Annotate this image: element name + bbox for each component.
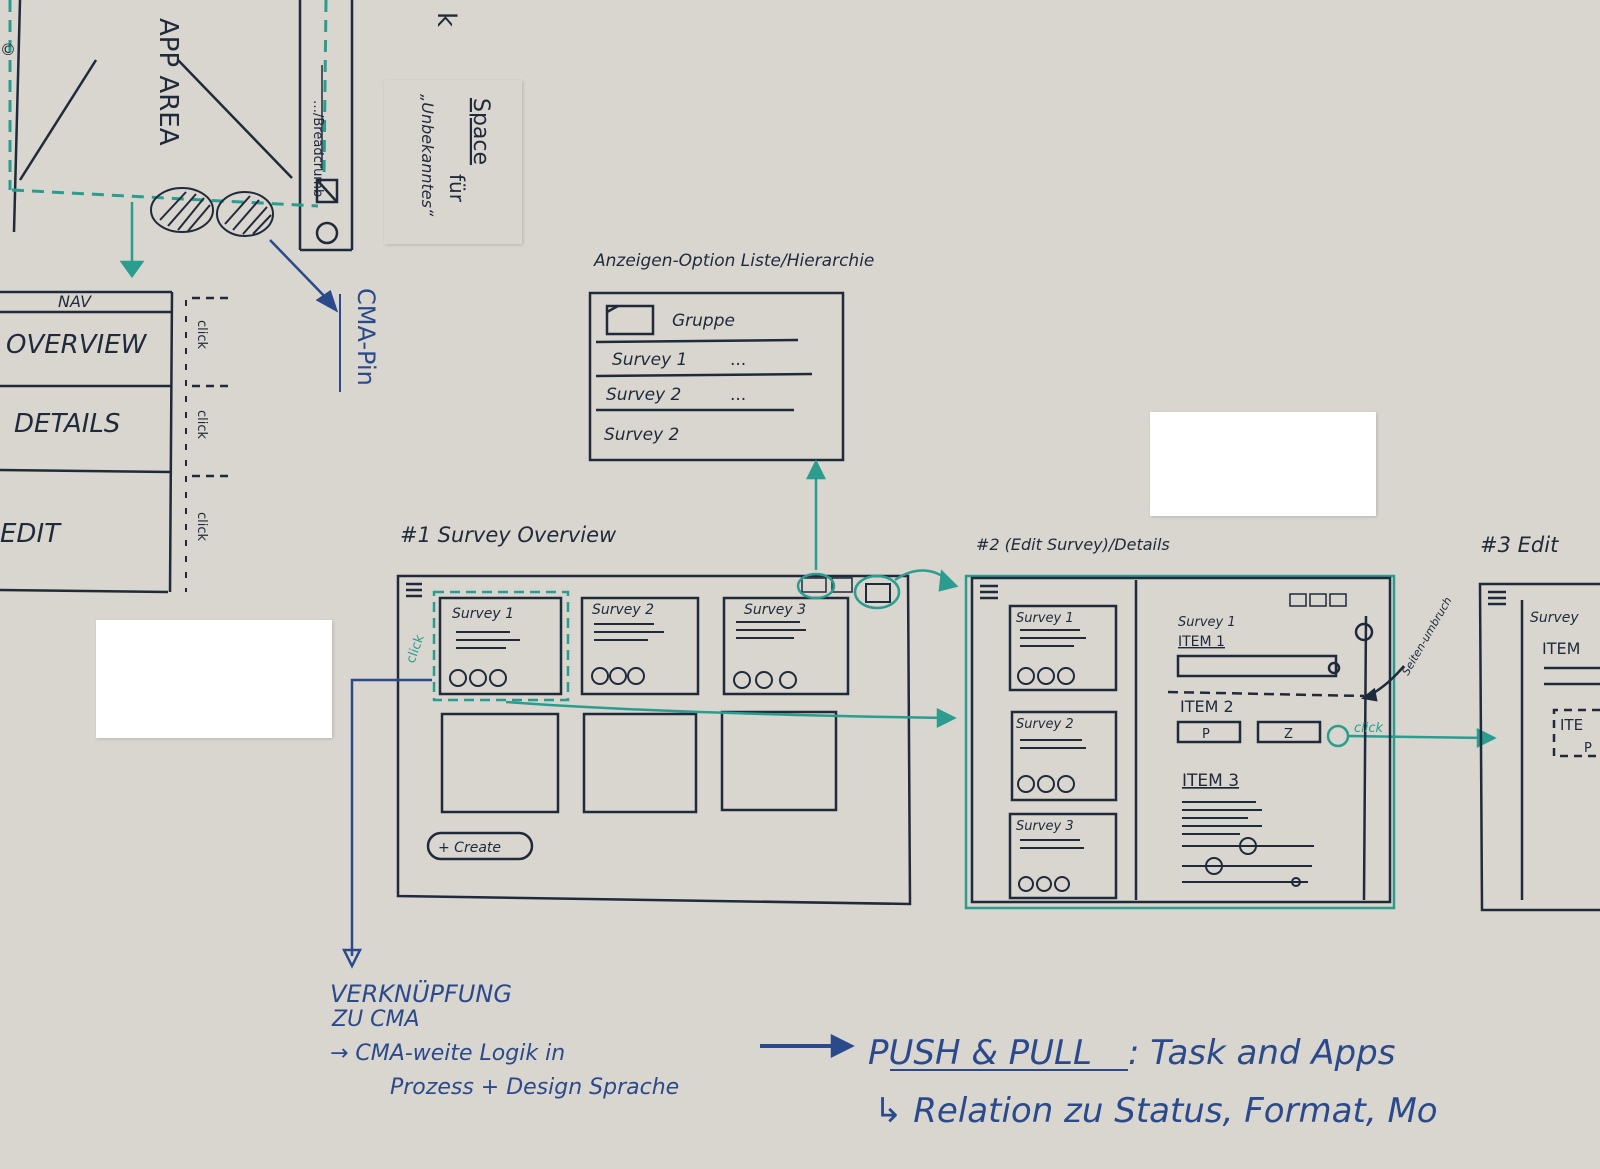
corner-mark: © <box>0 40 16 59</box>
screen1-card-survey-2: Survey 2 <box>592 602 654 618</box>
list-hierarchy-box <box>588 291 845 462</box>
screen3-title: #3 Edit <box>1480 533 1559 557</box>
cut-letter: k <box>431 12 461 27</box>
list-row-survey-2-dots: ... <box>730 385 746 405</box>
screen3-box-p: P <box>1584 741 1592 756</box>
screen1-card-circles <box>449 667 797 689</box>
screen2-frame <box>970 576 1405 904</box>
screen1-title: #1 Survey Overview <box>400 523 617 547</box>
nav-header: NAV <box>58 292 92 311</box>
hatched-circles <box>150 187 274 237</box>
nav-item-edit: EDIT <box>0 519 62 549</box>
screen1-click-label: click <box>404 632 428 665</box>
list-row-survey-1: Survey 1 <box>612 350 687 370</box>
note-prozess: Prozess + Design Sprache <box>390 1075 679 1100</box>
screen1-card-survey-3: Survey 3 <box>744 602 806 618</box>
note-task-apps: : Task and Apps <box>1128 1033 1395 1073</box>
cma-pin-label: CMA-Pin <box>352 288 380 386</box>
screen2-annotation: Seiten-umbruch <box>1399 595 1454 678</box>
screen2-box-z: Z <box>1284 727 1293 742</box>
nav-panel <box>0 290 228 594</box>
nav-click-label-2: click <box>194 410 209 440</box>
nav-item-details: DETAILS <box>14 409 120 439</box>
note-zu-cma: ZU CMA <box>331 1007 420 1032</box>
note-relation: ↳ Relation zu Status, Format, Mo <box>874 1091 1438 1131</box>
blue-verknuepfung-arrow <box>341 678 1128 1071</box>
screen2-item-1: ITEM 1 <box>1178 634 1225 650</box>
list-row-survey-2b: Survey 2 <box>604 425 679 445</box>
screen2-title: #2 (Edit Survey)/Details <box>976 535 1170 554</box>
screen2-card-survey-1: Survey 1 <box>1016 611 1074 626</box>
screen2-item-2: ITEM 2 <box>1180 697 1234 716</box>
screen3-item-label: ITEM <box>1542 639 1580 658</box>
screen1-create-button: + Create <box>438 840 501 856</box>
sticky-note-top <box>384 80 522 244</box>
screen3-card-label: Survey <box>1530 610 1579 626</box>
list-row-survey-2: Survey 2 <box>606 385 681 405</box>
nav-click-label-1: click <box>194 320 209 350</box>
top-left-app-frame <box>12 0 354 252</box>
list-row-survey-1-dots: ... <box>730 350 746 370</box>
sticky-unbekanntes: „Unbekanntes“ <box>418 94 437 217</box>
screen2-click-label: click <box>1354 721 1384 736</box>
screen1-frame <box>396 574 912 906</box>
nav-click-label-3: click <box>194 512 209 542</box>
screen3-item-label-2: ITE <box>1560 716 1583 734</box>
dashed-teal-border <box>8 0 328 208</box>
sticky-note-right <box>1150 412 1376 516</box>
sticky-space: Space <box>468 98 493 165</box>
screen1-card-lines <box>456 621 806 649</box>
note-verknuepfung: VERKNÜPFUNG <box>330 979 512 1008</box>
note-push-pull: PUSH & PULL <box>868 1033 1092 1073</box>
list-row-group: Gruppe <box>672 311 735 331</box>
screen2-circles <box>1017 667 1301 892</box>
list-hierarchy-title: Anzeigen-Option Liste/Hierarchie <box>593 251 874 271</box>
screen2-box-p: P <box>1202 727 1210 742</box>
note-cma-logik: → CMA-weite Logik in <box>330 1041 565 1066</box>
sticky-note-left <box>96 620 332 738</box>
screen3-frame <box>1478 582 1600 912</box>
app-area-label: APP AREA <box>153 18 183 146</box>
screen2-card-survey-3: Survey 3 <box>1016 819 1074 834</box>
screen2-lines <box>1020 629 1314 883</box>
screen2-card-survey-2: Survey 2 <box>1016 717 1074 732</box>
nav-item-overview: OVERVIEW <box>6 330 148 360</box>
screen2-detail-title: Survey 1 <box>1178 615 1236 630</box>
frame-arrows <box>119 202 339 313</box>
sticky-fuer: für <box>445 174 469 203</box>
screen2-item-3: ITEM 3 <box>1182 771 1239 791</box>
breadcrumb-label: …/Breadcrumb <box>310 100 325 197</box>
screen1-card-survey-1: Survey 1 <box>452 606 514 622</box>
